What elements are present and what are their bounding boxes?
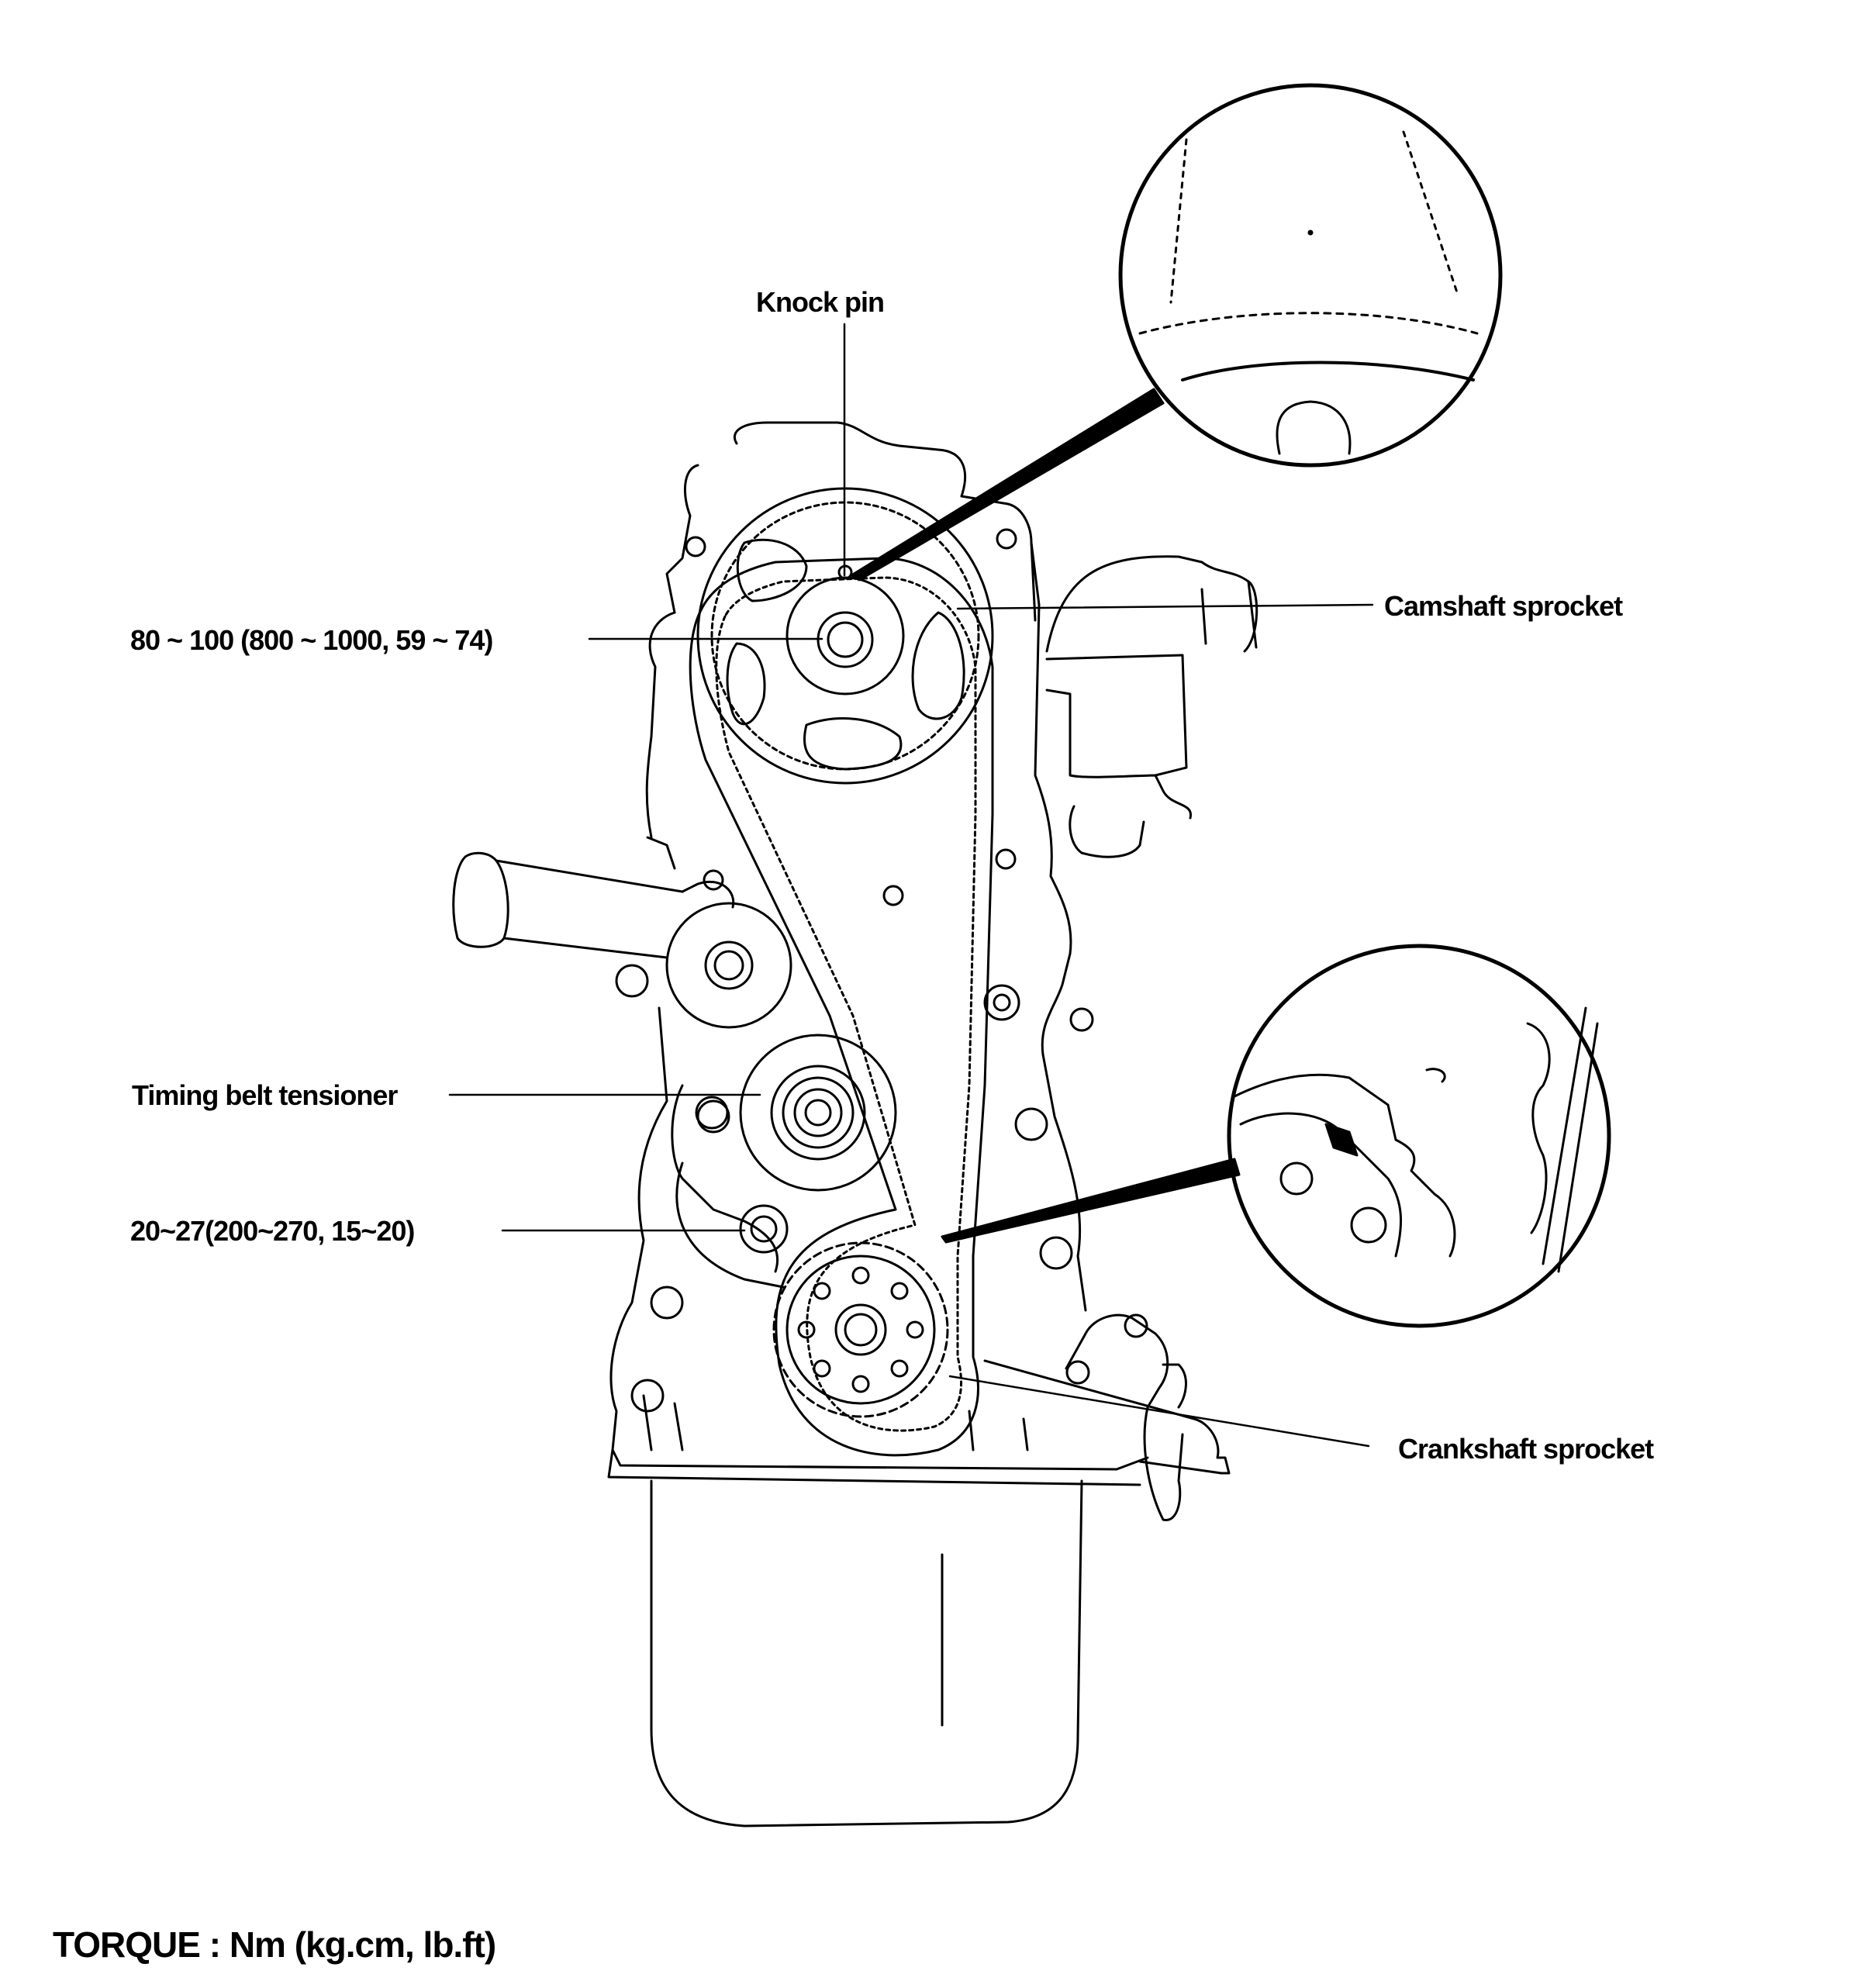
timing-belt-tensioner-label: Timing belt tensioner — [132, 1079, 398, 1111]
belt-tensioner — [671, 1034, 897, 1289]
right-housing — [1045, 555, 1259, 858]
cam-detail-magnifier — [850, 83, 1503, 582]
crankshaft-sprocket-leader — [948, 1375, 1370, 1448]
camshaft-torque-label: 80 ~ 100 (800 ~ 1000, 59 ~ 74) — [130, 624, 493, 656]
camshaft-sprocket-label: Camshaft sprocket — [1384, 590, 1623, 622]
front-bracket — [983, 1313, 1231, 1521]
engine-block — [607, 421, 1149, 1828]
leader-lines — [448, 323, 1374, 1448]
idler-pulley — [615, 869, 792, 1029]
camshaft-sprocket-leader — [956, 603, 1374, 610]
knock-pin-label: Knock pin — [756, 286, 885, 318]
crankshaft-sprocket — [772, 1241, 949, 1418]
crankshaft-sprocket-label: Crankshaft sprocket — [1398, 1433, 1654, 1465]
tensioner-torque-label: 20~27(200~270, 15~20) — [130, 1215, 415, 1247]
crank-detail-magnifier — [941, 944, 1611, 1328]
torque-units-note: TORQUE : Nm (kg.cm, lb.ft) — [53, 1924, 496, 1965]
water-inlet-pipe — [452, 851, 735, 959]
